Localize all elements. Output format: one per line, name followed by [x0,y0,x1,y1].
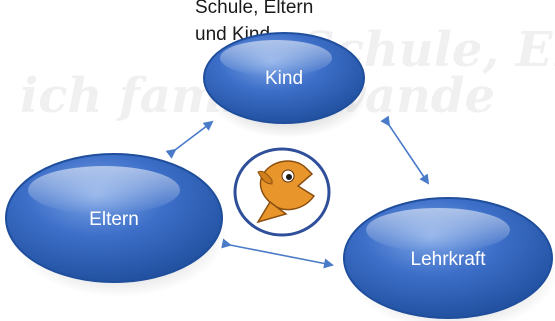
arrow-eltern-lehrkraft [221,238,334,269]
arrow-kind-lehrkraft [380,115,430,185]
node-eltern-label: Eltern [89,209,139,230]
center-logo [233,147,331,237]
node-lehrkraft: Lehrkraft [343,197,555,321]
node-kind-label: Kind [265,68,303,89]
node-lehrkraft-label: Lehrkraft [411,249,487,270]
arrow-eltern-kind [165,120,214,159]
fish-icon [256,160,316,224]
node-kind: Kind [203,32,368,138]
intro-text-line-1: Schule, Eltern [195,0,314,18]
node-eltern: Eltern [5,153,227,297]
